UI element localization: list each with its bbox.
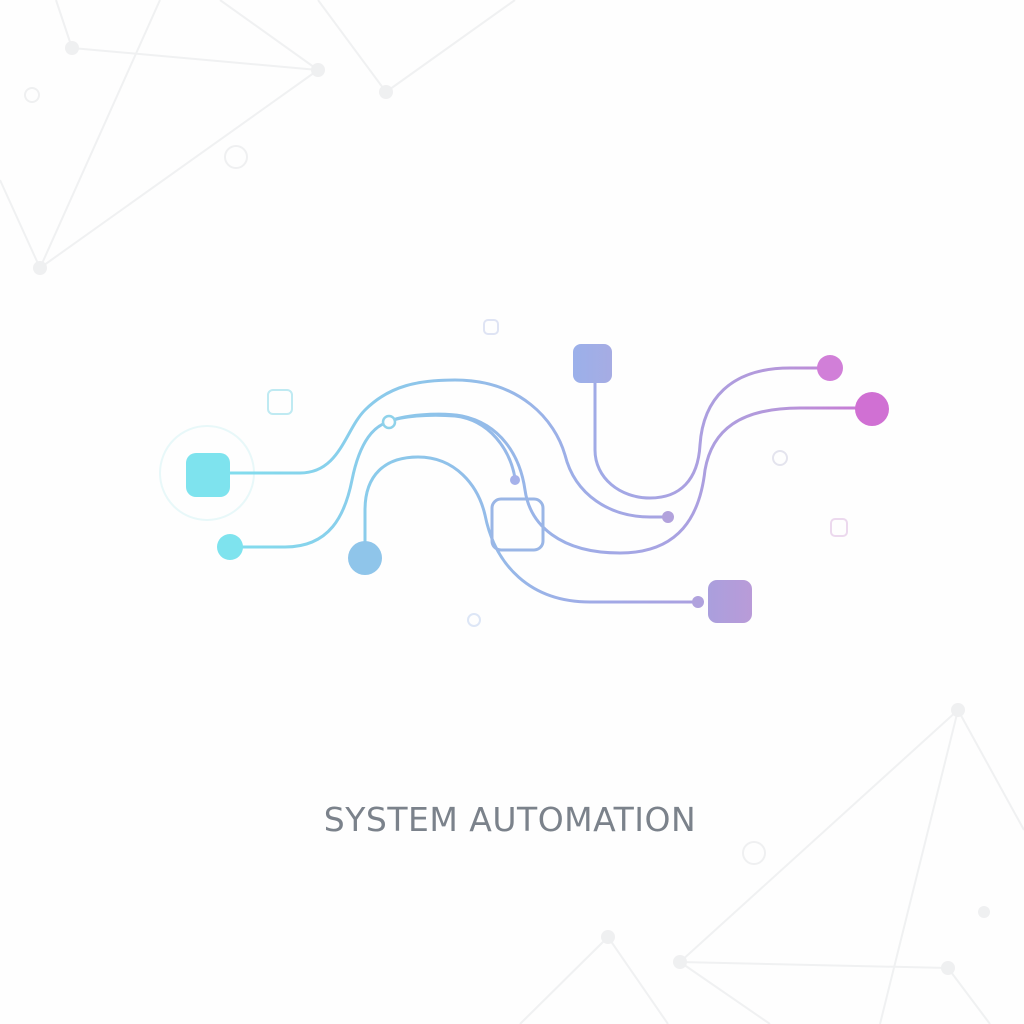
floating-ring-decor <box>772 450 788 466</box>
junction-ring <box>381 414 397 430</box>
magenta-dot-node <box>855 392 889 426</box>
sink-square-node <box>708 580 752 623</box>
source-dot-node <box>217 534 243 560</box>
endpoint-dot <box>510 475 520 485</box>
endpoint-dot <box>692 596 704 608</box>
floating-ring-decor <box>467 613 481 627</box>
connector-square-to-hub <box>228 378 670 519</box>
connector-topsquare-to-orchid <box>593 366 822 500</box>
caption-title: SYSTEM AUTOMATION <box>323 800 697 839</box>
floating-square-decor <box>267 389 293 415</box>
orchid-dot-node <box>817 355 843 381</box>
hub-box-node <box>490 497 545 552</box>
top-square-node <box>573 344 612 383</box>
source-square-node <box>186 453 230 497</box>
connector-ring-to-magenta <box>387 406 862 555</box>
mid-circle-node <box>348 541 382 575</box>
floating-square-decor <box>483 319 499 335</box>
endpoint-dot <box>662 511 674 523</box>
connector-circle-to-sink <box>363 455 700 604</box>
floating-square-decor <box>830 518 848 537</box>
